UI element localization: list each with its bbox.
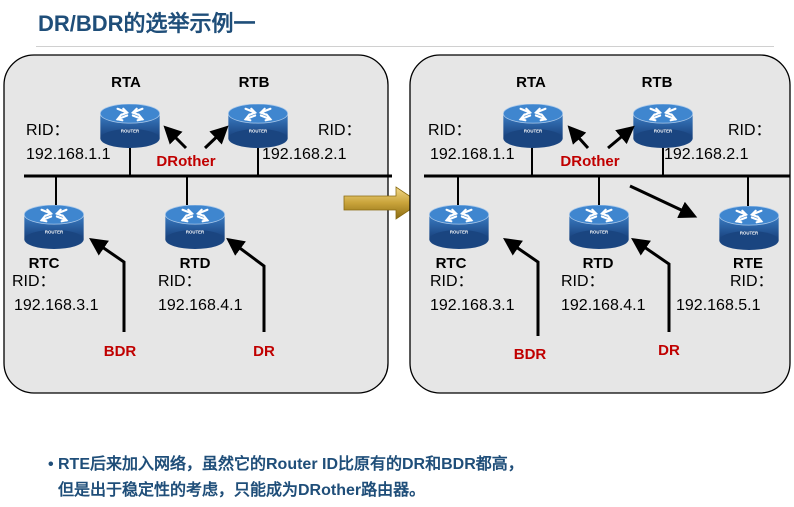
right-rte-name: RTE: [733, 255, 763, 272]
right-rta-router-icon: [503, 104, 563, 148]
right-dr-arrow: [631, 237, 671, 332]
left-rtd-rid: 192.168.4.1: [158, 297, 243, 314]
left-rtb-rid-label: RID：: [318, 122, 362, 139]
right-bdr-label: BDR: [514, 346, 547, 363]
right-dr-label: DR: [658, 342, 680, 359]
left-rtd-rid-label: RID：: [158, 273, 202, 290]
right-rtb-rid-label: RID：: [728, 122, 772, 139]
left-dr-label: DR: [253, 343, 275, 360]
right-rtc-rid: 192.168.3.1: [430, 297, 515, 314]
transition-arrow-icon: [343, 186, 421, 220]
left-rtd-name: RTD: [180, 255, 211, 272]
right-rtc-rid-label: RID：: [430, 273, 474, 290]
title-divider: [36, 46, 774, 47]
note-line-2: 但是出于稳定性的考虑，只能成为DRother路由器。: [58, 482, 426, 499]
note-line-1: RTE后来加入网络，虽然它的Router ID比原有的DR和BDR都高，: [58, 456, 524, 473]
bullet-marker: •: [48, 456, 54, 473]
left-drother-label: DRother: [156, 153, 215, 170]
left-rtb-router-icon: [228, 104, 288, 148]
right-rtd-rid: 192.168.4.1: [561, 297, 646, 314]
right-rtc-router-icon: [429, 205, 489, 249]
right-rte-rid-label: RID：: [730, 273, 774, 290]
left-rtc-router-icon: [24, 205, 84, 249]
right-rte-router-icon: [719, 206, 779, 250]
left-rtb-name: RTB: [239, 74, 270, 91]
left-rta-name: RTA: [111, 74, 141, 91]
right-rte-rid: 192.168.5.1: [676, 297, 761, 314]
left-drother-arrow-to-rta: [163, 125, 188, 150]
right-rtc-name: RTC: [436, 255, 467, 272]
left-rtc-rid: 192.168.3.1: [14, 297, 99, 314]
left-drother-arrow-to-rtb: [203, 125, 229, 150]
right-rta-rid: 192.168.1.1: [430, 146, 515, 163]
left-rtb-rid: 192.168.2.1: [262, 146, 347, 163]
right-rtd-rid-label: RID：: [561, 273, 605, 290]
left-panel: RTA RTB RTC RTD RID： 192.168.1.1 RID： 19…: [3, 54, 392, 394]
explanation-note: • RTE后来加入网络，虽然它的Router ID比原有的DR和BDR都高， 但…: [48, 452, 778, 504]
slide-title: DR/BDR的选举示例一: [38, 11, 256, 36]
right-rta-name: RTA: [516, 74, 546, 91]
left-dr-arrow: [226, 237, 266, 332]
left-rtd-router-icon: [165, 205, 225, 249]
left-rta-rid: 192.168.1.1: [26, 146, 111, 163]
right-drother-label: DRother: [560, 153, 619, 170]
right-drother-arrow-to-rte: [629, 184, 698, 219]
right-rtb-name: RTB: [642, 74, 673, 91]
right-rta-rid-label: RID：: [428, 122, 472, 139]
right-rtd-name: RTD: [583, 255, 614, 272]
left-bdr-label: BDR: [104, 343, 137, 360]
right-panel: RTA RTB RTC RTD RTE RID： 192.168.1.1 RID…: [409, 54, 791, 394]
right-rtb-rid: 192.168.2.1: [664, 146, 749, 163]
election-diagram: ROUTER RTA RTB RTC RTD RID： 192.168.1.1 …: [3, 54, 791, 394]
right-drother-arrow-to-rtb: [607, 125, 635, 150]
left-rtc-name: RTC: [29, 255, 60, 272]
right-bdr-arrow: [503, 237, 540, 336]
left-rta-router-icon: [100, 104, 160, 148]
left-rta-rid-label: RID：: [26, 122, 70, 139]
left-rtc-rid-label: RID：: [12, 273, 56, 290]
right-rtd-router-icon: [569, 205, 629, 249]
left-bdr-arrow: [89, 237, 126, 332]
right-rtb-router-icon: [633, 104, 693, 148]
right-drother-arrow-to-rta: [567, 125, 590, 150]
